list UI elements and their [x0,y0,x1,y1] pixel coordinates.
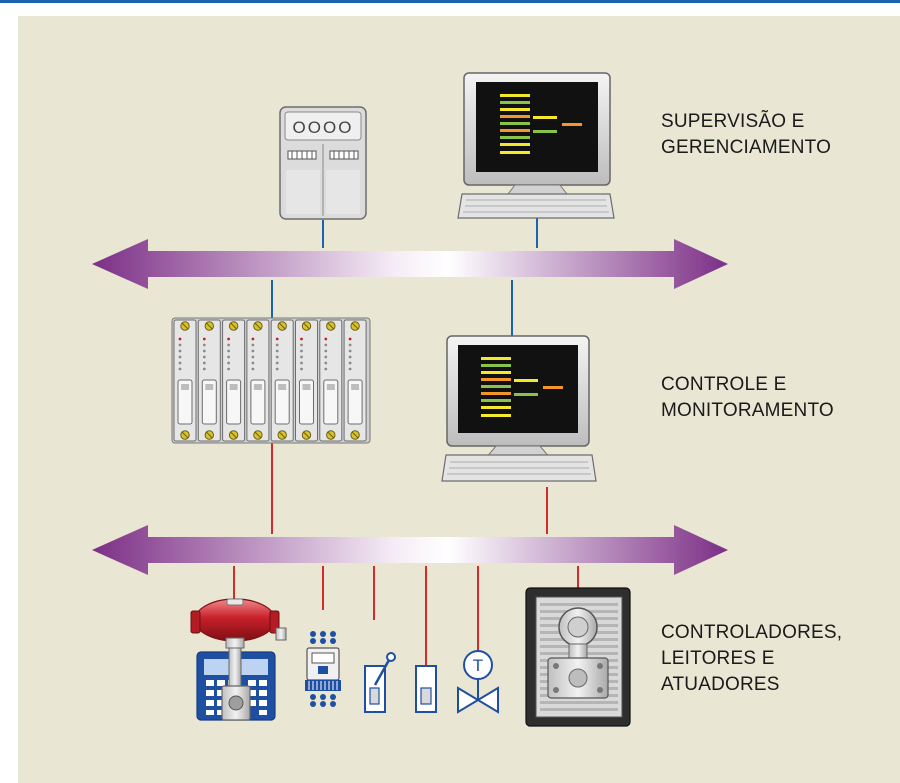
label-line: CONTROLADORES, [661,622,843,643]
server-icon: OOOO [279,106,367,220]
upper-network-bus [92,239,728,289]
lower-network-bus [92,525,728,575]
temperature-transmitter-icon: T [457,650,499,714]
workstation-icon [441,335,597,482]
plc-module [222,319,246,442]
plc-module [295,319,318,442]
control-valve-icon [190,598,287,721]
terminal-block-icon [305,631,341,707]
plc-rack-icon [171,317,371,444]
workstation-icon [457,72,615,219]
selector-switch-icon [415,665,437,713]
plc-module [246,319,270,442]
server-display-text: OOOO [293,118,354,137]
pressure-transmitter-icon [525,587,631,727]
transmitter-symbol: T [473,656,483,675]
plc-module [173,319,197,442]
label-line: GERENCIAMENTO [661,137,832,158]
label-line: MONITORAMENTO [661,400,834,421]
plc-module [319,319,343,442]
label-line: CONTROLE E [661,374,787,395]
field-level-label: CONTROLADORES, LEITORES E ATUADORES [661,620,842,698]
limit-switch-icon [364,652,396,713]
label-line: LEITORES E [661,648,775,669]
plc-module [197,319,221,442]
plc-module [343,319,367,442]
label-line: SUPERVISÃO E [661,111,805,132]
top-rule [0,0,900,3]
control-level-label: CONTROLE E MONITORAMENTO [661,372,834,424]
plc-module [270,319,294,442]
supervision-level-label: SUPERVISÃO E GERENCIAMENTO [661,109,831,161]
label-line: ATUADORES [661,674,780,695]
